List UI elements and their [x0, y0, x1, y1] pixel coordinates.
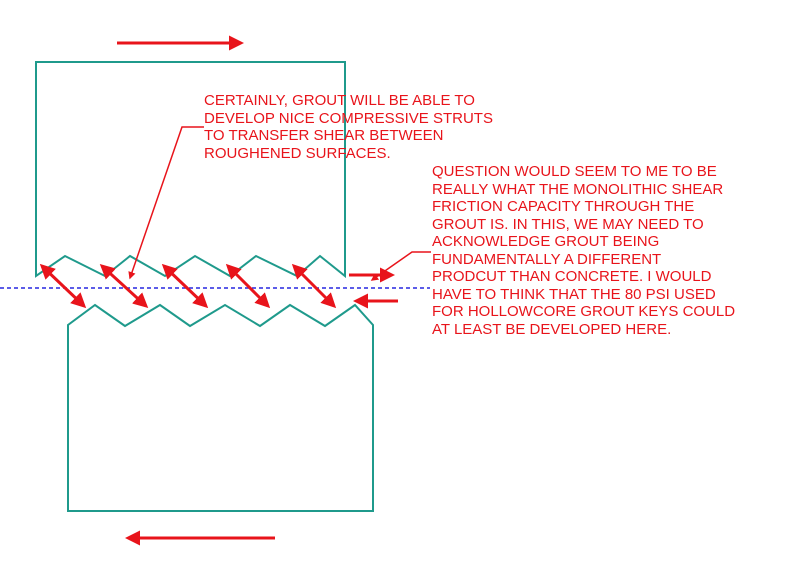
- right-annotation-line: FOR HOLLOWCORE GROUT KEYS COULD: [432, 303, 736, 320]
- right-annotation-line: REALLY WHAT THE MONOLITHIC SHEAR: [432, 180, 724, 198]
- compressive-strut: [99, 263, 149, 309]
- right-annotation-line: AT LEAST BE DEVELOPED HERE.: [432, 320, 672, 338]
- top-annotation-line: CERTAINLY, GROUT WILL BE ABLE TO: [204, 92, 475, 109]
- compressive-strut: [225, 263, 271, 309]
- top-annotation-line: TO TRANSFER SHEAR BETWEEN: [204, 127, 444, 144]
- compressive-strut: [291, 263, 337, 309]
- right-annotation-line: QUESTION WOULD SEEM TO ME TO BE: [432, 163, 717, 180]
- lower-block-outline: [67, 303, 374, 512]
- right-annotation-line: PRODCUT THAN CONCRETE. I WOULD: [432, 268, 712, 285]
- compressive-strut: [161, 263, 209, 309]
- right-annotation-line: FUNDAMENTALLY A DIFFERENT: [432, 250, 662, 268]
- right-annotation-line: ACKNOWLEDGE GROUT BEING: [432, 233, 660, 250]
- compressive-strut: [39, 263, 87, 309]
- top-annotation: CERTAINLY, GROUT WILL BE ABLE TO DEVELOP…: [204, 92, 493, 162]
- compressive-struts: [39, 263, 337, 309]
- top-annotation-line: ROUGHENED SURFACES.: [204, 144, 391, 162]
- right-annotation: QUESTION WOULD SEEM TO ME TO BE REALLY W…: [432, 163, 735, 338]
- right-annotation-line: HAVE TO THINK THAT THE 80 PSI USED: [432, 285, 716, 303]
- top-note-leader: [128, 126, 204, 280]
- top-annotation-line: DEVELOP NICE COMPRESSIVE STRUTS: [204, 109, 493, 127]
- right-annotation-line: GROUT IS. IN THIS, WE MAY NEED TO: [432, 215, 704, 233]
- right-note-leader: [370, 251, 431, 281]
- right-annotation-line: FRICTION CAPACITY THROUGH THE: [432, 198, 695, 215]
